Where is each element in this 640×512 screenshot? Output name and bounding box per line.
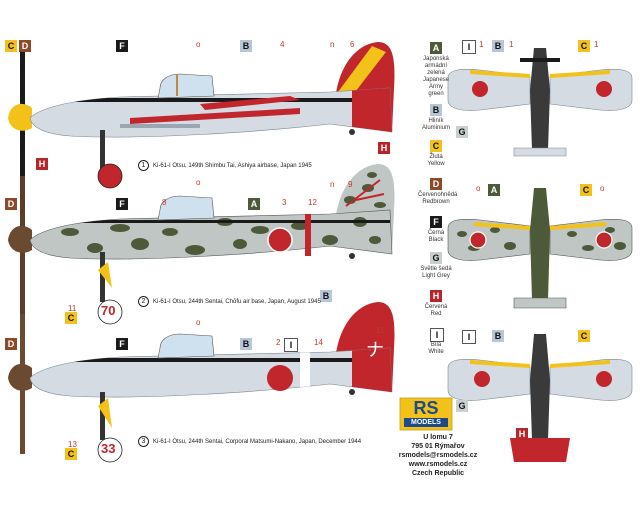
rs-models-logo: RS MODELS: [400, 398, 452, 430]
landing-gear-wheel: [97, 163, 123, 189]
label-b: B: [240, 338, 252, 350]
legend-swatch-d: D: [430, 178, 442, 190]
label-g: G: [456, 126, 468, 138]
callout: n: [330, 180, 335, 189]
logo-bottom: MODELS: [404, 418, 448, 427]
callout: o: [196, 40, 201, 49]
label-a: A: [488, 184, 500, 196]
label-d: D: [19, 40, 31, 52]
callout: 1: [594, 40, 599, 49]
spinner: [8, 103, 32, 131]
callout: 4: [280, 40, 285, 49]
landing-gear-wheel: [97, 437, 123, 463]
label-f: F: [116, 198, 128, 210]
label-h: H: [516, 428, 528, 440]
label-b: B: [240, 40, 252, 52]
legend-swatch-i: I: [430, 328, 444, 342]
wheel-code: 70: [101, 303, 116, 318]
callout: 3: [282, 198, 287, 207]
callout: 13: [68, 440, 77, 449]
label-f: F: [116, 40, 128, 52]
label-f: F: [116, 338, 128, 350]
callout: o: [196, 318, 201, 327]
label-i: I: [462, 330, 476, 344]
label-g: G: [456, 400, 468, 412]
legend-swatch-c: C: [430, 140, 442, 152]
hinomaru: [472, 81, 488, 97]
legend-swatch-f: F: [430, 216, 442, 228]
callout: 1: [509, 40, 514, 49]
label-h: H: [378, 142, 390, 154]
canopy: [157, 333, 215, 359]
label-c: C: [580, 184, 592, 196]
legend-swatch-g: G: [430, 252, 442, 264]
callout: 9: [348, 180, 353, 189]
legend-swatch-h: H: [430, 290, 442, 302]
label-c: C: [65, 448, 77, 460]
address-block: U lomu 7 795 01 Rýmařov rsmodels@rsmodel…: [398, 434, 478, 477]
topview-2: [447, 188, 633, 309]
landing-gear-wheel: [97, 299, 123, 325]
hinomaru: [595, 231, 613, 249]
callout: o: [476, 184, 481, 193]
callout: 11: [68, 304, 77, 313]
profile-3: [8, 302, 395, 463]
topview-3: [447, 334, 633, 462]
hinomaru: [596, 371, 612, 387]
topview-1: [447, 48, 633, 157]
canopy: [157, 73, 215, 99]
profile-2: [8, 164, 395, 325]
label-b: B: [320, 290, 332, 302]
hinomaru: [596, 81, 612, 97]
wheel-code: 33: [101, 441, 116, 456]
spinner: [8, 363, 32, 391]
hinomaru: [267, 227, 293, 253]
callout: 8: [162, 198, 167, 207]
label-c: C: [5, 40, 17, 52]
label-i: I: [462, 40, 476, 54]
profile-1: [8, 42, 395, 192]
label-i: I: [284, 338, 298, 352]
tail-kana: ナ: [366, 340, 384, 361]
callout: 14: [314, 338, 323, 347]
label-d: D: [5, 198, 17, 210]
label-b: B: [492, 330, 504, 342]
label-c: C: [578, 40, 590, 52]
callout: n: [330, 40, 335, 49]
hinomaru: [267, 365, 293, 391]
hinomaru: [469, 231, 487, 249]
logo-top: RS: [413, 398, 439, 418]
label-c: C: [65, 312, 77, 324]
hinomaru: [474, 371, 490, 387]
legend-swatch-b: B: [430, 104, 442, 116]
callout: o: [600, 184, 605, 193]
callout: 15: [376, 326, 385, 335]
label-c: C: [578, 330, 590, 342]
callout: 2: [276, 338, 281, 347]
label-d: D: [5, 338, 17, 350]
label-a: A: [248, 198, 260, 210]
callout: 12: [308, 198, 317, 207]
callout: 6: [350, 40, 355, 49]
callout: 1: [479, 40, 484, 49]
canopy: [157, 195, 215, 221]
legend-swatch-a: A: [430, 42, 442, 54]
tail-stripe: [338, 46, 386, 96]
callout: o: [196, 178, 201, 187]
label-h: H: [36, 158, 48, 170]
spinner: [8, 225, 32, 253]
label-b: B: [492, 40, 504, 52]
